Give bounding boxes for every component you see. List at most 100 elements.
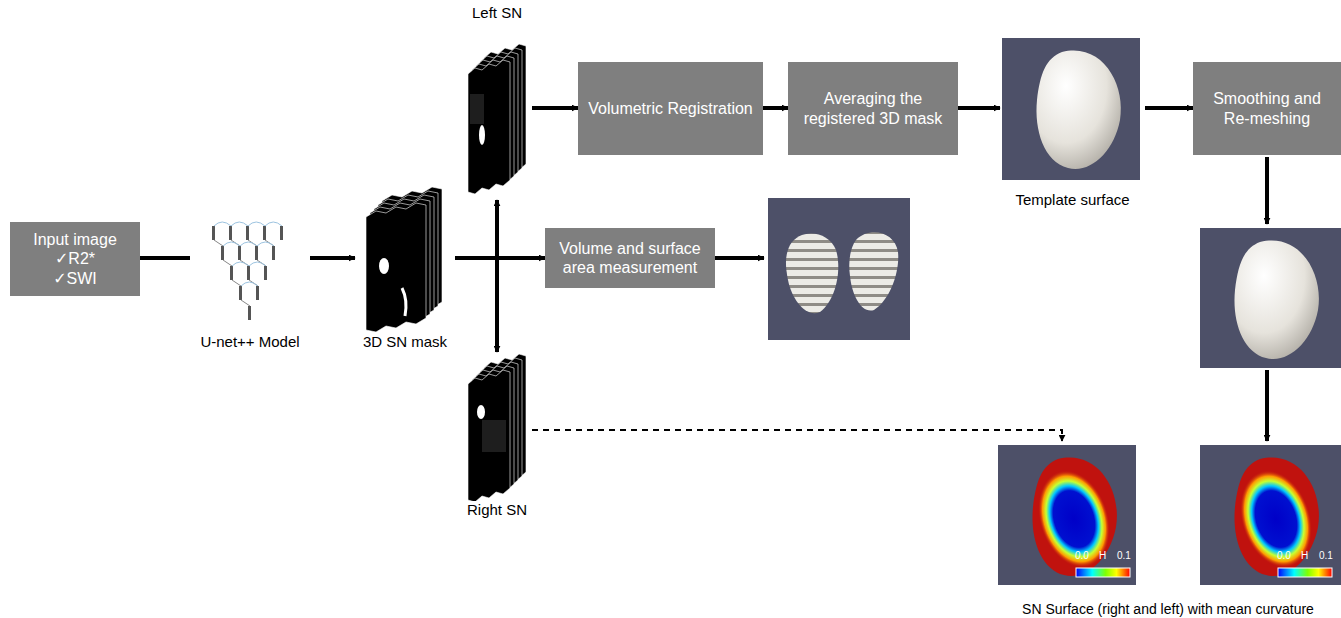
unet-block [212, 226, 215, 240]
unet-illustration [212, 222, 283, 320]
arrow [1265, 157, 1269, 224]
curvature-patch [1228, 461, 1324, 577]
sn-right-shape [849, 232, 898, 310]
caption: Right SN [465, 501, 529, 518]
caption: U-net++ Model [198, 333, 301, 350]
model-figure: U-net++ Model [190, 215, 310, 350]
connector [958, 106, 1000, 110]
colorbar-label: 0.0 [1075, 550, 1089, 562]
volume-render [768, 198, 910, 340]
left-sn-figure: Left SN [462, 4, 532, 200]
unet-skip [265, 222, 282, 226]
render-background [998, 445, 1136, 585]
unet-skip [248, 222, 265, 226]
caption: 3D SN mask [361, 333, 449, 350]
curvature-render-left [1200, 445, 1341, 585]
mask-figure: 3D SN mask [355, 185, 455, 350]
unet-skip [214, 222, 231, 226]
slice [366, 203, 426, 332]
arrow [715, 256, 764, 260]
unet-skip [223, 242, 240, 246]
colorbar-label: 0.0 [1277, 550, 1291, 562]
connector [532, 106, 578, 110]
unet-block [230, 266, 233, 280]
unet-block [229, 226, 232, 240]
box-text: Averaging the registered 3D mask [796, 89, 950, 127]
process-box: Volume and surface area measurement [545, 228, 715, 288]
unet-link [223, 260, 232, 266]
box-text: ✓R2* [55, 249, 95, 268]
unet-block [256, 286, 259, 300]
unet-skip [241, 282, 258, 286]
colorbar-label: H [1301, 550, 1308, 562]
sn-blob [477, 405, 485, 419]
caption: Template surface [1013, 191, 1131, 208]
unet-block [246, 226, 249, 240]
unet-block [264, 266, 267, 280]
connector [310, 256, 355, 260]
unet-block [280, 226, 283, 240]
smoothed-render [1200, 228, 1341, 368]
unet-skip [231, 222, 248, 226]
unet-block [272, 246, 275, 260]
render-background [1200, 445, 1341, 585]
unet-block [239, 286, 242, 300]
unet-block [221, 246, 224, 260]
colorbar-label: 0.1 [1117, 550, 1131, 562]
unet-block [255, 246, 258, 260]
unet-link [232, 280, 241, 286]
box-text: ✓SWI [53, 269, 97, 288]
unet-block [263, 226, 266, 240]
box-text: Volume and surface area measurement [553, 239, 707, 277]
smoothed-shape [1234, 241, 1318, 359]
render-background [1200, 228, 1341, 368]
arrow [1265, 370, 1269, 441]
curvature-patch [1026, 461, 1122, 577]
sn-left-shape [786, 234, 838, 314]
curvature-render-right [998, 445, 1136, 585]
box-text: Volumetric Registration [588, 99, 753, 118]
sn-blob [402, 288, 406, 316]
process-box: Averaging the registered 3D mask [788, 62, 958, 155]
connector [532, 430, 1062, 441]
colorbar-label: H [1099, 550, 1106, 562]
right-sn-figure: Right SN [462, 352, 532, 518]
unet-skip [240, 242, 257, 246]
unet-skip [249, 262, 266, 266]
slice [468, 370, 510, 502]
slice-stacks [366, 44, 526, 502]
template-figure: Template surface [1000, 36, 1145, 208]
unet-link [241, 300, 250, 306]
slice-crop [470, 94, 484, 124]
connector [140, 256, 190, 260]
caption: Left SN [470, 4, 524, 21]
unet-block [238, 246, 241, 260]
template-render [1002, 38, 1140, 180]
unet-skip [257, 242, 274, 246]
colorbar-label: 0.1 [1319, 550, 1333, 562]
color-bar [1278, 568, 1332, 577]
render-background [1002, 38, 1140, 180]
connector [455, 258, 497, 352]
input-box: Input image✓R2*✓SWI [10, 222, 140, 296]
unet-skip [232, 262, 249, 266]
color-bar [1076, 568, 1130, 577]
unet-block [248, 306, 251, 320]
unet-block [247, 266, 250, 280]
connector [455, 200, 497, 258]
sn-blob [479, 125, 485, 145]
process-box: Volumetric Registration [578, 62, 763, 155]
box-text: Input image [33, 230, 117, 249]
slice-crop [482, 420, 506, 452]
curvature-figure: SN Surface (right and left) with mean cu… [995, 441, 1341, 617]
render-background [768, 198, 910, 340]
connector [1145, 106, 1193, 110]
sn-blob [379, 258, 389, 274]
template-shape [1036, 51, 1120, 169]
slice [468, 60, 510, 194]
box-text: Smoothing and Re-meshing [1201, 89, 1333, 127]
process-box: Smoothing and Re-meshing [1193, 62, 1341, 155]
connector [763, 106, 788, 110]
caption: SN Surface (right and left) with mean cu… [1020, 601, 1316, 617]
